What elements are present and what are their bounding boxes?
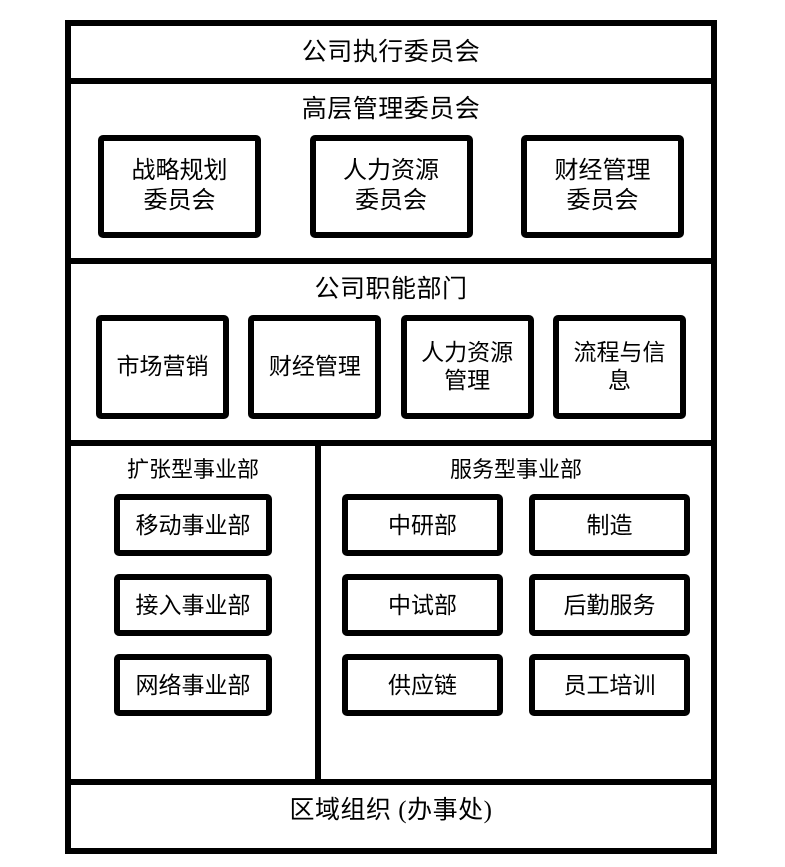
node-marketing[interactable]: 市场营销 bbox=[96, 315, 229, 419]
senior-management-title: 高层管理委员会 bbox=[301, 96, 481, 123]
node-mobile-business-group[interactable]: 移动事业部 bbox=[114, 494, 272, 557]
node-line-2: 管理 bbox=[444, 368, 491, 393]
service-panel-title: 服务型事业部 bbox=[449, 457, 582, 482]
expansion-panel-body: 移动事业部 接入事业部 网络事业部 bbox=[71, 494, 315, 717]
node-network-business-group[interactable]: 网络事业部 bbox=[114, 654, 272, 717]
band-business-groups: 扩张型事业部 移动事业部 接入事业部 网络事业部 服务型事业部 中研部 制造 中… bbox=[71, 440, 711, 779]
node-line-1: 流程与信 bbox=[573, 340, 666, 366]
node-line-1: 财经管理 bbox=[554, 158, 651, 185]
panel-service-business-groups: 服务型事业部 中研部 制造 中试部 后勤服务 供应链 员工培训 bbox=[315, 446, 711, 779]
panel-expansion-business-groups: 扩张型事业部 移动事业部 接入事业部 网络事业部 bbox=[71, 446, 315, 779]
node-supply-chain[interactable]: 供应链 bbox=[342, 654, 503, 717]
node-logistics-service[interactable]: 后勤服务 bbox=[529, 574, 690, 637]
node-process-and-information[interactable]: 流程与信 息 bbox=[552, 315, 686, 419]
node-line-2: 息 bbox=[607, 368, 631, 393]
corporate-functions-node-row: 市场营销 财经管理 人力资源 管理 流程与信 息 bbox=[71, 303, 711, 419]
node-human-resources-management[interactable]: 人力资源 管理 bbox=[400, 315, 534, 419]
band-senior-management: 高层管理委员会 战略规划 委员会 人力资源 委员会 财经管理 委员会 bbox=[71, 78, 711, 258]
senior-management-node-row: 战略规划 委员会 人力资源 委员会 财经管理 委员会 bbox=[71, 123, 711, 238]
node-line-2: 委员会 bbox=[143, 187, 216, 214]
band-regional-organisation: 区域组织 (办事处) bbox=[71, 779, 711, 835]
corporate-functions-title: 公司职能部门 bbox=[314, 276, 468, 303]
node-pilot-testing[interactable]: 中试部 bbox=[342, 574, 503, 637]
band-executive-committee: 公司执行委员会 bbox=[71, 26, 711, 78]
node-line-1: 市场营销 bbox=[116, 354, 209, 380]
node-line-2: 委员会 bbox=[355, 187, 427, 214]
node-line-1: 人力资源 bbox=[421, 340, 514, 366]
expansion-panel-title: 扩张型事业部 bbox=[126, 457, 259, 482]
regional-organisation-title: 区域组织 (办事处) bbox=[289, 796, 493, 824]
node-central-research[interactable]: 中研部 bbox=[342, 494, 503, 557]
org-chart: 公司执行委员会 高层管理委员会 战略规划 委员会 人力资源 委员会 财经管理 委… bbox=[65, 20, 717, 854]
node-human-resources-committee[interactable]: 人力资源 委员会 bbox=[309, 135, 473, 238]
node-employee-training[interactable]: 员工培训 bbox=[529, 654, 690, 717]
node-access-business-group[interactable]: 接入事业部 bbox=[114, 574, 272, 637]
node-finance-management[interactable]: 财经管理 bbox=[248, 315, 382, 419]
service-panel-body: 中研部 制造 中试部 后勤服务 供应链 员工培训 bbox=[321, 494, 711, 717]
node-line-1: 人力资源 bbox=[343, 158, 439, 185]
node-line-1: 战略规划 bbox=[131, 158, 228, 185]
node-manufacturing[interactable]: 制造 bbox=[529, 494, 690, 557]
node-finance-management-committee[interactable]: 财经管理 委员会 bbox=[521, 135, 684, 238]
band-corporate-functions: 公司职能部门 市场营销 财经管理 人力资源 管理 流程与信 bbox=[71, 258, 711, 440]
executive-committee-title: 公司执行委员会 bbox=[301, 38, 481, 66]
node-line-1: 财经管理 bbox=[268, 354, 361, 380]
node-strategy-planning-committee[interactable]: 战略规划 委员会 bbox=[98, 135, 261, 238]
node-line-2: 委员会 bbox=[566, 187, 639, 214]
